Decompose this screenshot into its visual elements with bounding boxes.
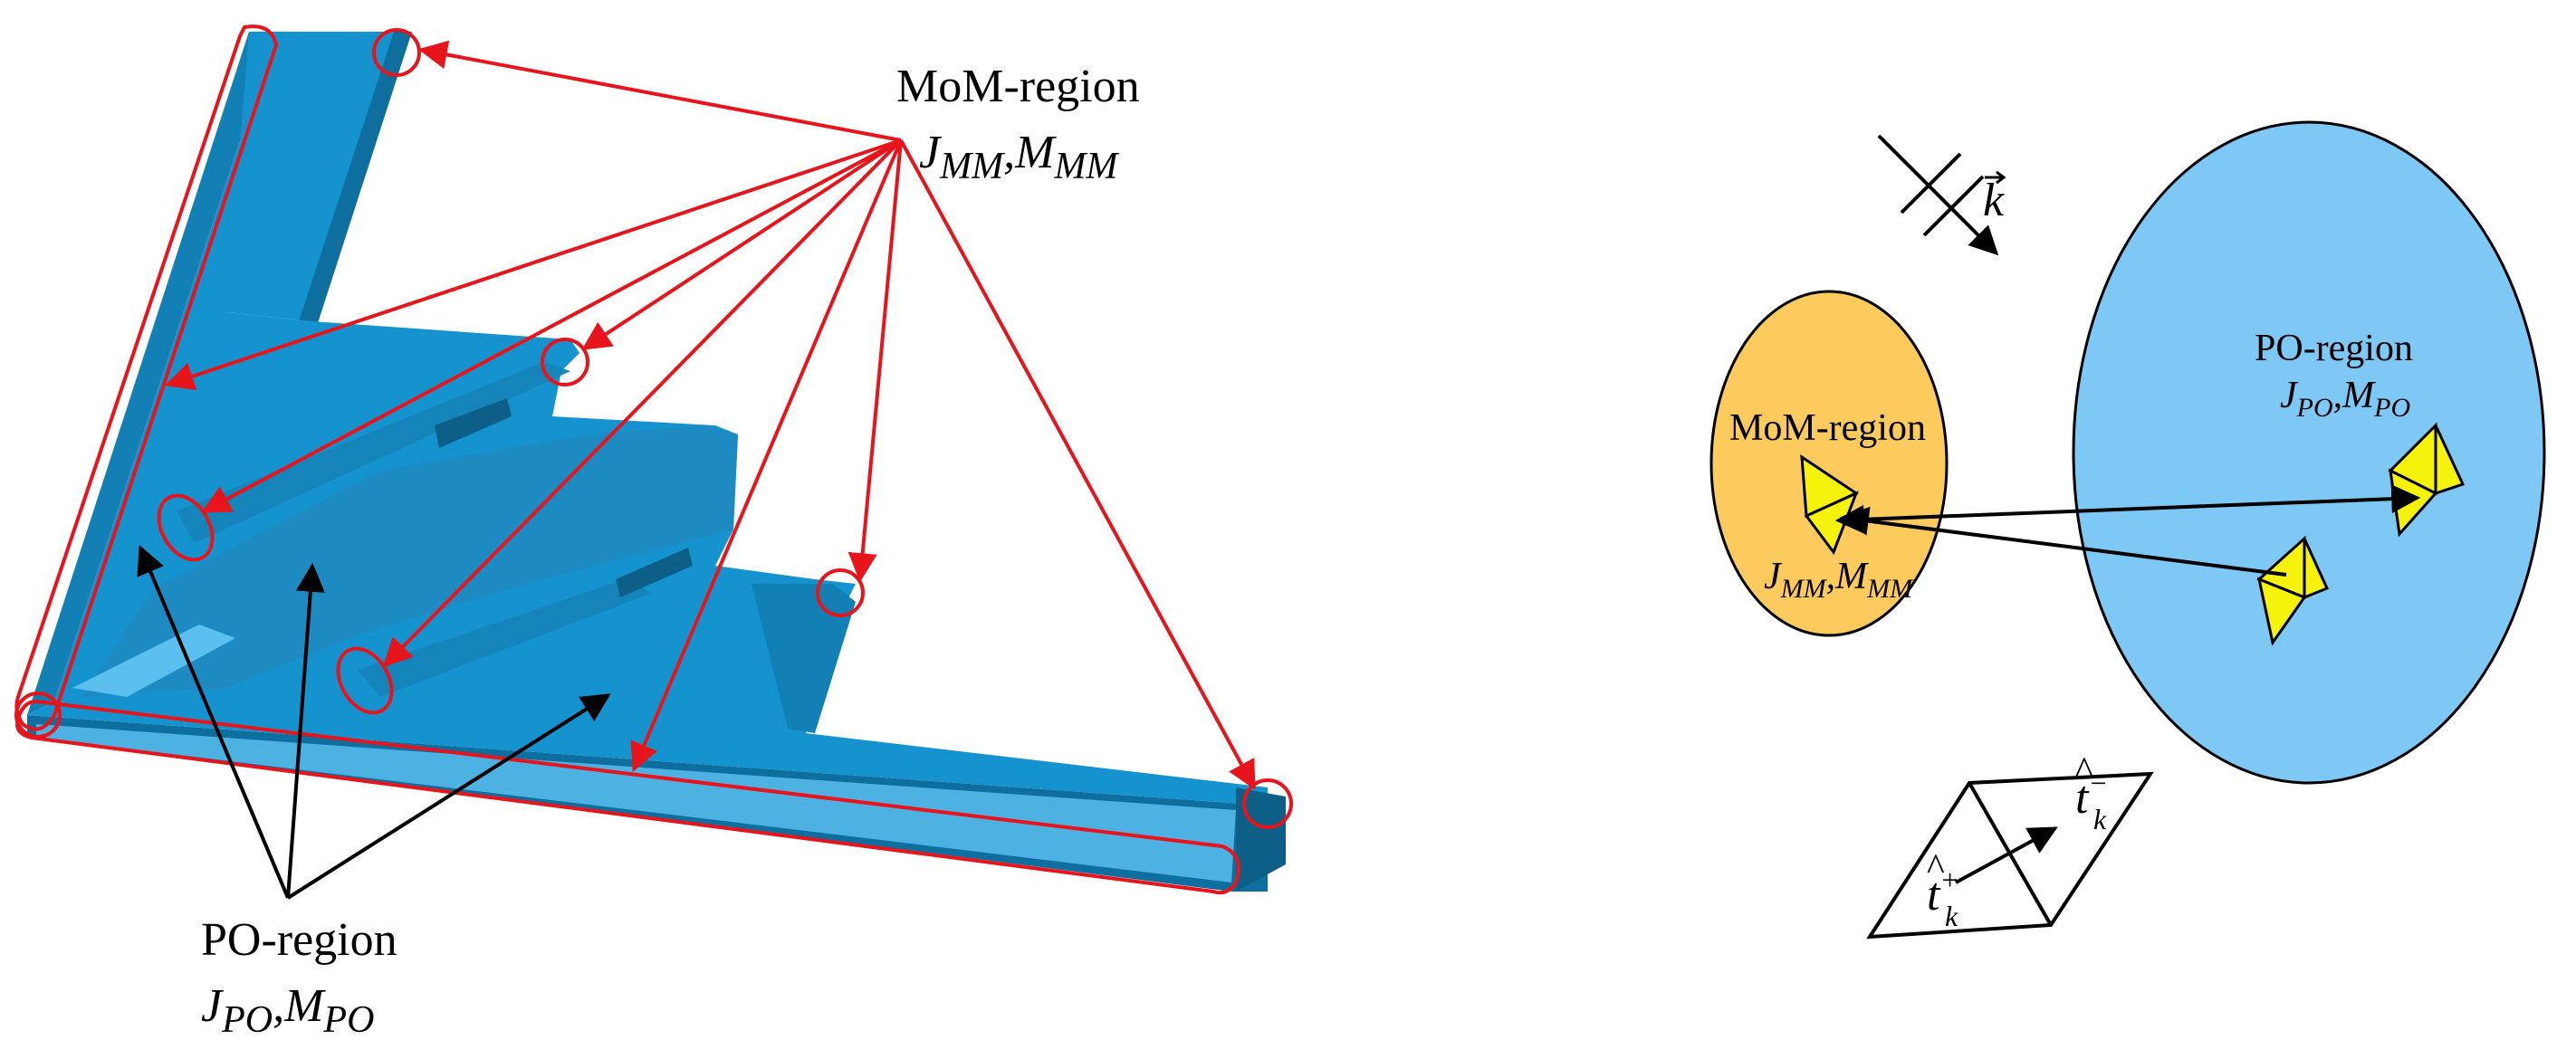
left-po-title: PO-region [201, 914, 397, 966]
po-arrow-2 [286, 562, 325, 899]
left-mom-title: MoM-region [896, 61, 1140, 112]
left-po-currents: JPO,MPO [201, 980, 374, 1041]
wave-vector-overarrow [1985, 170, 2006, 185]
aircraft-upper-fin [226, 32, 412, 321]
aircraft-fuselage-highlight [72, 625, 235, 697]
mom-arrow-6 [847, 139, 903, 583]
wave-vector-label: k [1983, 175, 2005, 226]
mom-arrow-7 [630, 139, 903, 772]
unit-vector-minus: t−k [2075, 767, 2108, 835]
mom-region-ellipse [1709, 290, 1949, 637]
wavefront-2 [1922, 175, 1985, 237]
mom-circle-wing-tip [1242, 778, 1293, 829]
aircraft-lower-fin [752, 584, 856, 733]
po-arrow-1 [137, 545, 290, 899]
mom-arrow-5 [382, 138, 903, 668]
interaction-arrow-to-po-1 [1834, 484, 2421, 534]
po-triangle-2c [2256, 577, 2307, 646]
wave-vector-arrow [1877, 134, 1999, 256]
right-po-currents: JPO,MPO [2280, 375, 2410, 423]
aircraft-leading-edge [27, 32, 276, 715]
incident-wave [1877, 134, 1999, 256]
right-mom-title: MoM-region [1729, 407, 1926, 449]
aircraft-model [27, 32, 1286, 892]
aircraft-engine-upper [177, 362, 570, 543]
right-po-title: PO-region [2255, 328, 2413, 369]
po-pointer-arrows [137, 545, 611, 900]
mom-arrow-4 [201, 138, 902, 513]
basis-rhombus [1866, 771, 2154, 940]
aircraft-bottom-strip [36, 724, 1236, 882]
interaction-arrows [1834, 484, 2421, 577]
po-basis-triangles-2 [2256, 535, 2330, 646]
po-triangle-1b [2434, 425, 2466, 496]
mom-circle-nose [14, 692, 62, 739]
aircraft-step-shadow-1 [435, 398, 512, 448]
mom-ellipse-engine-upper [157, 493, 215, 562]
mom-pointer-arrows [164, 40, 1256, 790]
mom-arrow-2 [164, 138, 902, 391]
aircraft-fuselage [81, 425, 738, 697]
edge-basis-diagram [1866, 771, 2154, 940]
unit-vector-minus-hat: ^ [2075, 750, 2093, 792]
aircraft-upper-fin-shadow [299, 32, 412, 326]
right-mom-currents: JMM,MMM [1764, 556, 1914, 604]
mom-edge-circles [14, 28, 1293, 829]
unit-vector-plus: t+k [1927, 863, 1959, 932]
interaction-arrow-from-po-2 [1839, 506, 2287, 577]
trailing-edge-outline [15, 699, 1240, 895]
po-region-ellipse [2072, 120, 2546, 785]
unit-vector-plus-hat: ^ [1927, 847, 1945, 889]
po-triangle-2b [2303, 538, 2330, 600]
aircraft-engine-lower [358, 579, 652, 697]
aircraft-step-shadow-2 [616, 548, 693, 597]
mom-arrow-1 [417, 40, 902, 142]
unit-vector-arrow [1955, 826, 2058, 884]
mom-circle-lower-tip [816, 568, 865, 617]
mom-circle-mid-tip [541, 338, 589, 386]
wavefront-1 [1900, 152, 1962, 215]
left-mom-currents: JMM,MMM [919, 127, 1119, 187]
mom-arrow-8 [899, 139, 1256, 790]
mom-arrow-3 [581, 138, 903, 350]
aircraft-tip-end [1236, 787, 1286, 892]
mom-ellipse-engine-lower [336, 646, 394, 715]
po-arrow-3 [286, 693, 611, 900]
